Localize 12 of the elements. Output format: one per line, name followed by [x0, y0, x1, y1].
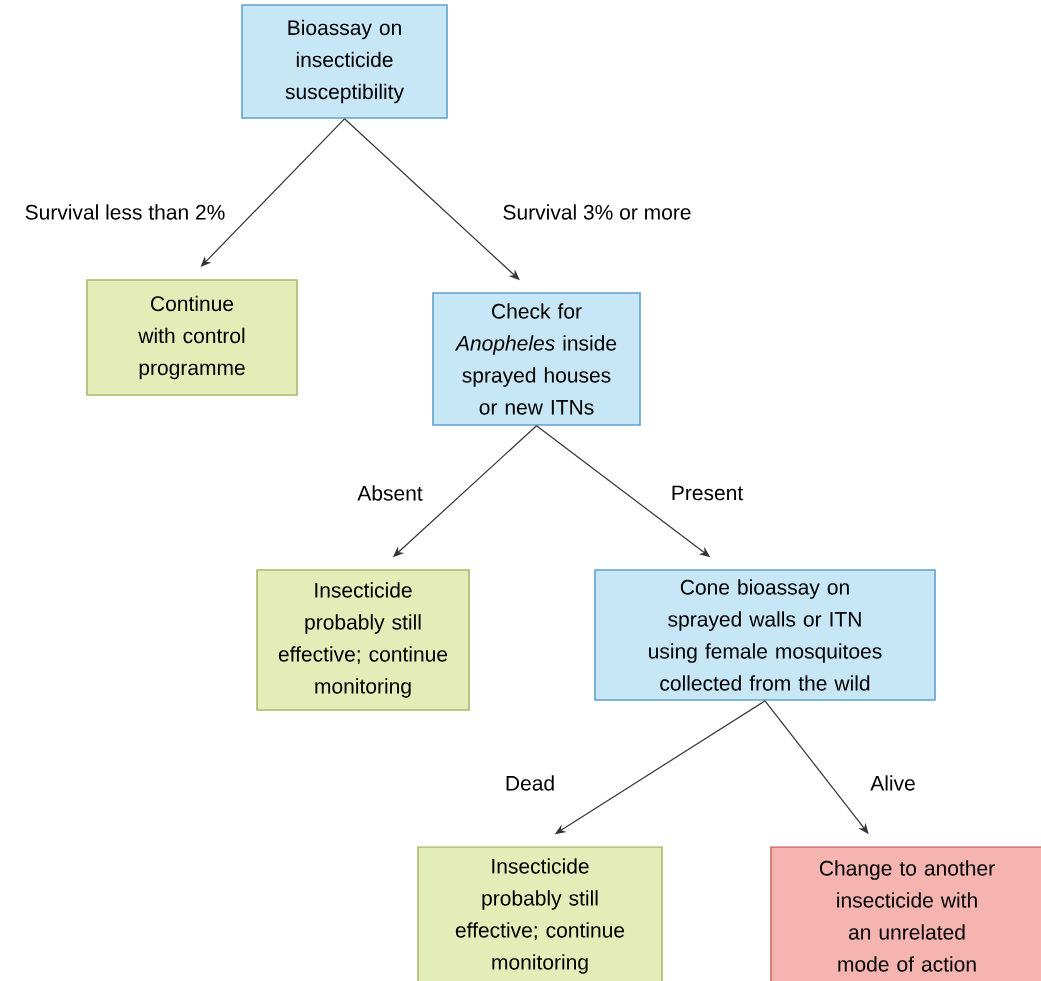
- edge-label: Absent: [356, 484, 424, 502]
- process-box: Cone bioassay on sprayed walls or ITN using female mosquitoes collected from the wild: [594, 569, 936, 701]
- process-box: Insecticide probably still effective; continue monitoring: [256, 569, 470, 711]
- process-box: Change to another insecticide with an unrelated mode of action: [770, 846, 1041, 981]
- edge-label: Survival 3% or more: [501, 203, 693, 221]
- edge-label: Dead: [503, 774, 557, 792]
- edge-label: Survival less than 2%: [23, 203, 227, 221]
- process-box: Insecticide probably still effective; continue monitoring: [417, 846, 663, 981]
- process-box: Continue with control programme: [86, 279, 298, 396]
- edge-label: Alive: [869, 774, 917, 792]
- process-box: Check for Anopheles inside sprayed houses or new ITNs: [432, 292, 641, 426]
- process-box: Bioassay on insecticide susceptibility: [241, 4, 448, 119]
